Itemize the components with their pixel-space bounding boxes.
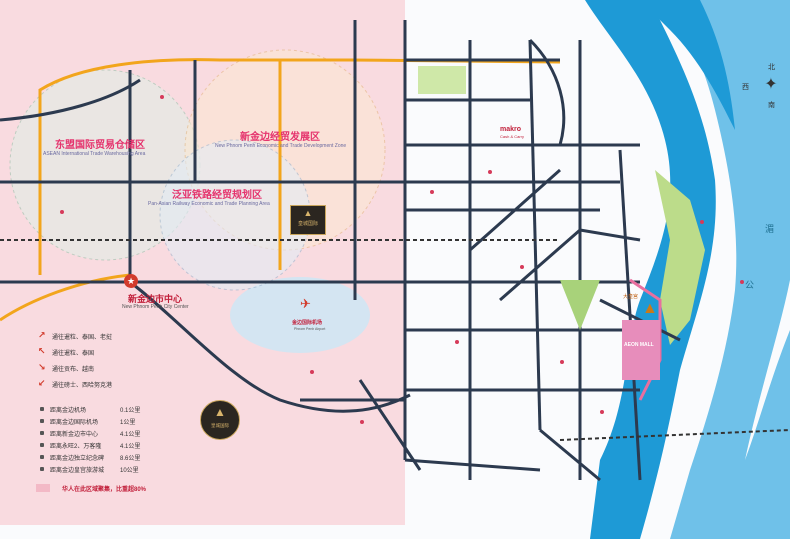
airport-zone xyxy=(230,277,370,353)
building-icon: ▲ xyxy=(303,208,313,218)
palace-label: 大皇宫 xyxy=(623,294,639,300)
distance-value: 10公里 xyxy=(120,468,139,474)
zone-asean-en: ASEAN International Trade Warehousing Ar… xyxy=(43,151,146,157)
direction-text: 通往暹粒、泰国 xyxy=(52,351,95,357)
project-bottom-label: 皇城国际 xyxy=(211,423,229,428)
river-label-2: 公 xyxy=(745,280,755,290)
bullet-icon xyxy=(40,431,44,435)
direction-text: 通往磅士、西哈努克港 xyxy=(52,383,113,389)
city-center-en: New Phnom Penh City Center xyxy=(122,304,189,310)
project-top-label: 皇城国际 xyxy=(297,221,318,227)
distance-value: 1公里 xyxy=(120,420,136,426)
poi-marker[interactable] xyxy=(160,95,164,99)
river-mekong xyxy=(660,0,790,539)
compass-north: 北 xyxy=(768,64,775,71)
zone-panasian-en: Pan-Asian Railway Economic and Trade Pla… xyxy=(148,201,270,207)
makro-sub: Cash & Carry xyxy=(500,134,525,139)
arrow-down-icon: ↙ xyxy=(38,378,46,388)
poi-marker[interactable] xyxy=(360,420,364,424)
airport-en: Phnom Penh Airport xyxy=(294,327,326,331)
bullet-icon xyxy=(40,467,44,471)
green-block xyxy=(560,280,600,330)
compass-icon: ✦ xyxy=(764,76,778,93)
arrow-up-icon: ↗ xyxy=(38,330,46,340)
aeon-block xyxy=(622,320,660,380)
city-center-label: 新金边市中心 xyxy=(128,294,183,304)
bullet-icon xyxy=(40,455,44,459)
distance-text: 距离金边机场 xyxy=(50,408,87,414)
distance-text: 距离永旺2、万客隆 xyxy=(50,444,102,450)
arrow-up-icon: ↖ xyxy=(38,346,46,356)
distance-value: 0.1公里 xyxy=(120,408,141,414)
green-park-north xyxy=(418,66,466,94)
poi-marker[interactable] xyxy=(310,370,314,374)
project-marker-top[interactable]: ▲ 皇城国际 xyxy=(290,205,326,235)
distance-text: 距离新金边市中心 xyxy=(50,432,99,438)
distance-value: 4.1公里 xyxy=(120,444,141,450)
compass-west: 西 xyxy=(742,84,749,91)
direction-text: 通往暹粒、泰国、老挝 xyxy=(52,335,113,341)
aeon-label: AEON MALL xyxy=(624,342,654,348)
note-text: 华人在此区域聚集，比重超80% xyxy=(62,487,147,493)
river-label-1: 湄 xyxy=(765,224,775,234)
zone-panasian-label: 泛亚铁路经贸规划区 xyxy=(172,190,262,201)
direction-text: 通往贡布、越南 xyxy=(52,367,95,373)
poi-marker[interactable] xyxy=(60,210,64,214)
riverside-park xyxy=(655,170,705,345)
distance-value: 4.1公里 xyxy=(120,432,141,438)
river-tonle-sap xyxy=(585,0,716,539)
project-marker-bottom[interactable]: ▲ 皇城国际 xyxy=(200,400,240,440)
poi-marker[interactable] xyxy=(488,170,492,174)
note-swatch xyxy=(36,484,50,492)
airplane-icon: ✈ xyxy=(300,296,311,311)
poi-marker[interactable] xyxy=(430,190,434,194)
zone-newphnom-label: 新金边经贸发展区 xyxy=(240,132,320,143)
distance-text: 距离金边国际机场 xyxy=(50,420,99,426)
bullet-icon xyxy=(40,407,44,411)
poi-marker[interactable] xyxy=(455,340,459,344)
city-center-icon: ★ xyxy=(124,274,138,288)
compass-south: 南 xyxy=(768,102,775,109)
airport-label: 金边国际机场 xyxy=(292,320,323,326)
distance-text: 距离金边独立纪念碑 xyxy=(50,456,105,462)
bullet-icon xyxy=(40,443,44,447)
palace-icon: ▲ xyxy=(642,300,658,317)
zone-asean-label: 东盟国际贸易仓储区 xyxy=(55,140,145,151)
distance-value: 8.6公里 xyxy=(120,456,141,462)
poi-marker[interactable] xyxy=(700,220,704,224)
poi-marker[interactable] xyxy=(560,360,564,364)
poi-marker[interactable] xyxy=(520,265,524,269)
road-network xyxy=(0,20,681,482)
panasian-circle xyxy=(159,139,311,291)
makro-logo: makro xyxy=(500,126,522,133)
poi-marker[interactable] xyxy=(740,280,744,284)
zone-newphnom-en: New Phnom Penh Economic and Trade Develo… xyxy=(215,143,347,149)
arrow-down-icon: ↘ xyxy=(38,362,46,372)
distance-text: 距离金边皇宫旅游城 xyxy=(50,468,105,474)
building-icon: ▲ xyxy=(214,405,226,419)
highway-north xyxy=(38,58,561,275)
poi-marker[interactable] xyxy=(600,410,604,414)
bullet-icon xyxy=(40,419,44,423)
